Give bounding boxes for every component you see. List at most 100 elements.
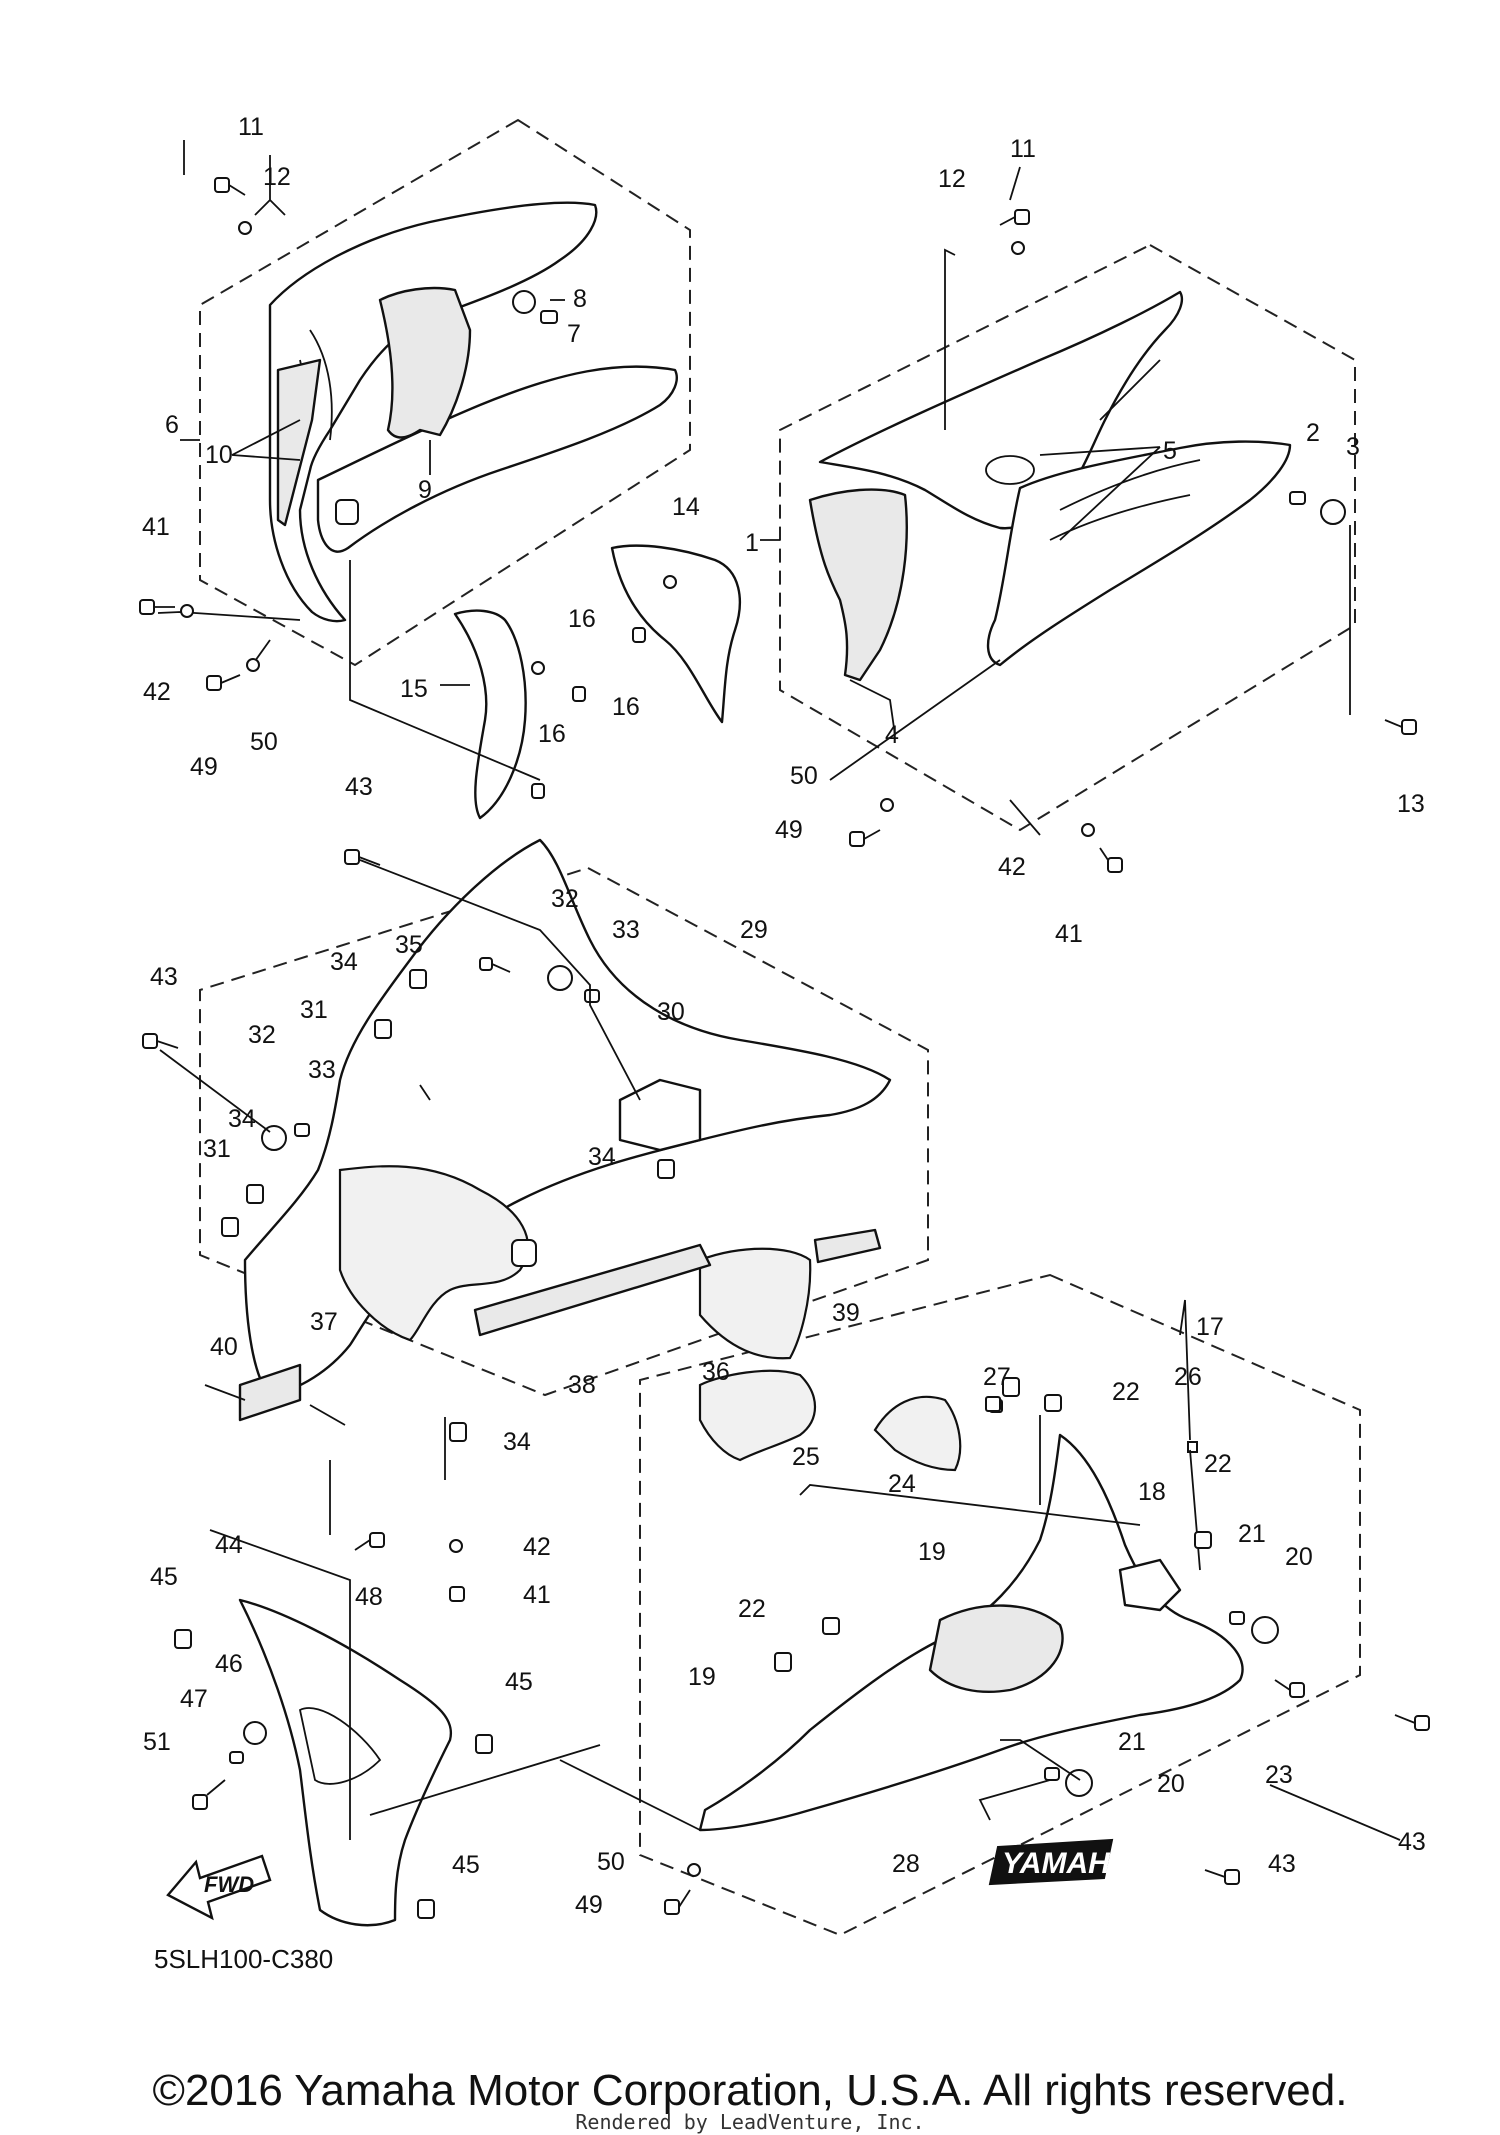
nut-45-b — [475, 1734, 493, 1754]
nut-31-a — [374, 1019, 392, 1039]
bolt-48 — [354, 1532, 385, 1551]
callout-label: 11 — [238, 113, 264, 141]
damper-center — [511, 1239, 537, 1267]
washer-50-upper-left — [246, 658, 260, 672]
bolt-43-left — [142, 1033, 179, 1049]
callout-label: 46 — [215, 1650, 243, 1678]
right-side-cowling — [808, 290, 1346, 682]
nut-27 — [985, 1396, 1001, 1412]
callout-label: 16 — [538, 720, 566, 748]
callout-label: 6 — [165, 411, 179, 439]
under-cowling-left — [238, 838, 892, 1422]
callout-label: 30 — [657, 998, 685, 1026]
callout-label: 49 — [575, 1891, 603, 1919]
callout-label: 45 — [150, 1563, 178, 1591]
rendered-by-credit: Rendered by LeadVenture, Inc. — [575, 2110, 925, 2134]
washer-50-upper-right — [880, 798, 894, 812]
callout-label: 15 — [400, 675, 428, 703]
callout-label: 12 — [938, 165, 966, 193]
leader — [204, 1384, 246, 1401]
fwd-arrow: FWD — [166, 1854, 272, 1921]
callout-label: 45 — [452, 1851, 480, 1879]
callout-label: 19 — [688, 1663, 716, 1691]
collar-33-left — [294, 1123, 310, 1137]
insulator-37 — [338, 1165, 529, 1342]
leader — [944, 248, 956, 430]
bolt-13 — [1384, 719, 1417, 735]
left-side-cowling-lower — [316, 365, 678, 553]
callout-label: 41 — [523, 1581, 551, 1609]
leader — [1009, 799, 1041, 836]
callout-label: 20 — [1157, 1770, 1185, 1798]
nut-22-a — [1044, 1394, 1062, 1412]
leader — [978, 1779, 1051, 1821]
panel-44-group — [229, 1598, 453, 1927]
bolt-51 — [192, 1779, 226, 1810]
insulator-36 — [698, 1247, 812, 1360]
callout-label: 42 — [523, 1533, 551, 1561]
grommet-32-upper — [547, 965, 573, 991]
leader — [157, 611, 301, 621]
callout-label: 22 — [1112, 1378, 1140, 1406]
fasteners — [139, 177, 1430, 1919]
callout-label: 16 — [612, 693, 640, 721]
callout-label: 37 — [310, 1308, 338, 1336]
washer-50-lower — [687, 1863, 701, 1877]
callout-label: 5 — [1163, 437, 1177, 465]
callout-label: 43 — [150, 963, 178, 991]
nut-34-b — [246, 1184, 264, 1204]
callout-label: 27 — [983, 1363, 1011, 1391]
left-collar-7 — [540, 310, 558, 324]
outline-right-side-cowling — [779, 243, 1356, 832]
callout-label: 40 — [210, 1333, 238, 1361]
leader — [419, 1084, 431, 1101]
clip-16-c — [531, 783, 545, 799]
callout-label: 33 — [308, 1056, 336, 1084]
bolt-41-upper-left — [139, 599, 175, 615]
collar-21-lower — [1044, 1767, 1060, 1781]
panel-44-cutout — [298, 1707, 382, 1785]
grommet-46 — [243, 1721, 267, 1745]
bolt-49-lower — [664, 1889, 691, 1915]
leader — [349, 560, 541, 781]
callout-label: 50 — [250, 728, 278, 756]
left-damper-block — [335, 499, 359, 525]
collar-33-upper — [584, 989, 600, 1003]
nut-34-c — [657, 1159, 675, 1179]
callout-label: 34 — [330, 948, 358, 976]
callout-label: 43 — [1398, 1828, 1426, 1856]
leader — [1039, 446, 1161, 541]
leader — [1009, 166, 1021, 201]
callout-label: 41 — [142, 513, 170, 541]
callout-label: 26 — [1174, 1363, 1202, 1391]
callout-label: 25 — [792, 1443, 820, 1471]
callout-label: 10 — [205, 441, 233, 469]
right-flame-graphic — [1049, 359, 1201, 541]
nut-19-a — [1002, 1377, 1020, 1397]
left-side-cowling — [268, 201, 678, 623]
leader — [369, 1744, 601, 1816]
callout-label: 36 — [702, 1358, 730, 1386]
washer-12-right — [1011, 241, 1025, 255]
callout-label: 14 — [672, 493, 700, 521]
callout-label: 48 — [355, 1583, 383, 1611]
callout-label: 34 — [228, 1105, 256, 1133]
bolt-43-bottom — [1204, 1869, 1240, 1885]
callout-label: 34 — [503, 1428, 531, 1456]
strip-38 — [473, 1243, 712, 1337]
nut-22-b — [1194, 1531, 1212, 1549]
callout-label: 51 — [143, 1728, 171, 1756]
panel-40 — [238, 1363, 302, 1422]
callout-label: 3 — [1346, 433, 1360, 461]
right-collar-2 — [1289, 491, 1306, 505]
callout-label: 22 — [738, 1595, 766, 1623]
callout-label: 13 — [1397, 790, 1425, 818]
grommet-20-upper — [1251, 1616, 1279, 1644]
callout-label: 50 — [597, 1848, 625, 1876]
left-grommet-8 — [512, 290, 536, 314]
leader — [231, 419, 301, 461]
yamaha-decal-plate — [988, 1838, 1114, 1886]
callout-label: 38 — [568, 1371, 596, 1399]
leader — [799, 1484, 1141, 1526]
panel-44 — [238, 1598, 453, 1927]
